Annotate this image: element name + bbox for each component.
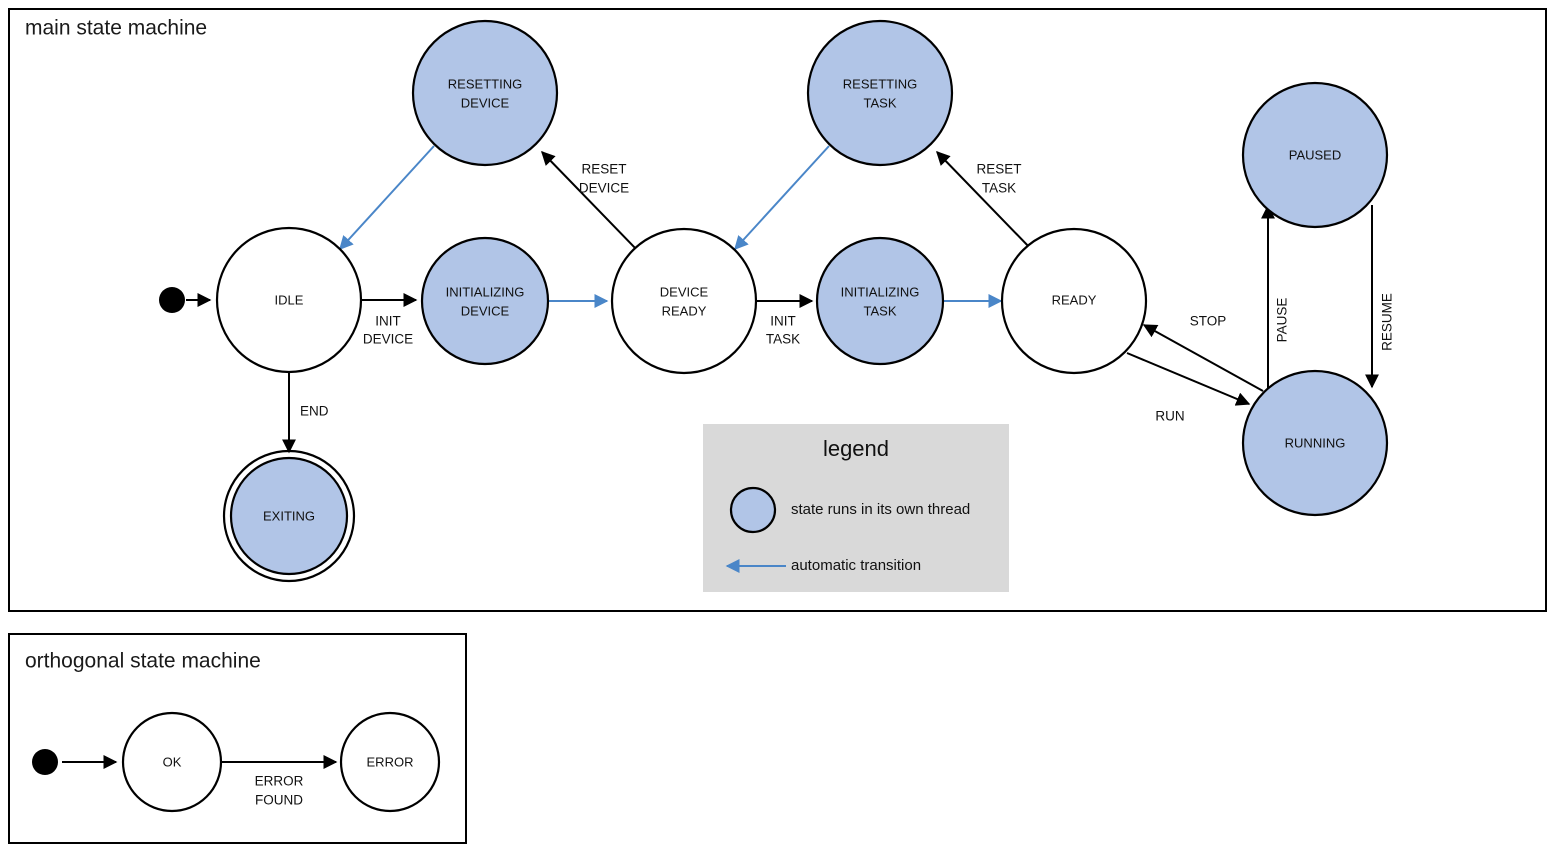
state-node-error[interactable]: ERROR [339,711,441,813]
legend-item-label-auto: automatic transition [791,557,921,574]
edge-label-init-device-line1: INIT [375,314,401,329]
state-label-resetting-device-line1: RESETTING [448,76,522,91]
state-label-initializing-device-line1: INITIALIZING [446,284,525,299]
edge-label-reset-task-line1: RESET [976,162,1021,177]
edge-label-init-device-line2: DEVICE [363,332,413,347]
state-label-running: RUNNING [1285,435,1346,450]
state-label-idle: IDLE [275,292,304,307]
state-label-resetting-task-line2: TASK [864,95,897,110]
legend-thread-circle-icon [729,486,777,534]
edge-label-error-found-line1: ERROR [255,774,304,789]
transition-idle-to-exiting: END [282,372,329,454]
edge-label-reset-device-line2: DEVICE [579,181,629,196]
edge-label-reset-device-line1: RESET [581,162,626,177]
state-label-paused: PAUSED [1289,147,1342,162]
transition-ready-to-running: RUN [1126,352,1251,424]
state-label-initializing-task-line2: TASK [864,303,897,318]
edge-label-pause: PAUSE [1275,298,1290,343]
state-node-initializing-device[interactable]: INITIALIZING DEVICE [420,236,550,366]
legend: legend state runs in its own thread auto… [703,424,1009,592]
state-label-device-ready-line2: READY [662,303,707,318]
state-node-resetting-device[interactable]: RESETTING DEVICE [411,19,559,167]
edge-label-resume: RESUME [1380,293,1395,351]
state-label-ok: OK [163,754,182,769]
edge-label-error-found-line2: FOUND [255,793,303,808]
transition-resetting-device-to-idle [339,145,435,251]
edge-label-end: END [300,404,329,419]
transition-idle-to-initializing-device: INIT DEVICE [361,293,418,347]
legend-item-label-thread: state runs in its own thread [791,501,970,518]
state-node-ready[interactable]: READY [1000,227,1148,375]
state-label-resetting-device-line2: DEVICE [461,95,510,110]
orthogonal-initial-state-dot [32,749,58,775]
transition-paused-to-running: RESUME [1365,205,1395,389]
transition-running-to-paused: PAUSE [1261,204,1290,400]
state-node-paused[interactable]: PAUSED [1241,81,1389,229]
state-label-ready: READY [1052,292,1097,307]
legend-title: legend [823,436,889,461]
state-label-exiting: EXITING [263,508,315,523]
state-label-error: ERROR [367,754,414,769]
state-node-exiting[interactable]: EXITING [222,449,356,583]
transition-ready-to-resetting-task: RESET TASK [936,150,1033,251]
edge-label-run: RUN [1155,409,1184,424]
orthogonal-frame-title: orthogonal state machine [25,650,261,673]
transition-resetting-task-to-device-ready [734,145,830,251]
state-label-device-ready-line1: DEVICE [660,284,709,299]
state-label-initializing-device-line2: DEVICE [461,303,510,318]
initial-state-dot [159,287,185,313]
state-label-resetting-task-line1: RESETTING [843,76,917,91]
transition-device-ready-to-initializing-task: INIT TASK [757,294,814,347]
state-node-running[interactable]: RUNNING [1241,369,1389,517]
transition-device-ready-to-resetting-device: RESET DEVICE [541,150,638,251]
state-label-initializing-task-line1: INITIALIZING [841,284,920,299]
transition-ok-to-error: ERROR FOUND [222,755,338,808]
edge-label-reset-task-line2: TASK [982,181,1016,196]
state-node-device-ready[interactable]: DEVICE READY [610,227,758,375]
main-frame-title: main state machine [25,17,207,40]
state-node-resetting-task[interactable]: RESETTING TASK [806,19,954,167]
state-node-idle[interactable]: IDLE [215,226,363,374]
transition-running-to-ready: STOP [1142,314,1264,392]
edge-label-stop: STOP [1190,314,1227,329]
edge-label-init-task-line2: TASK [766,332,800,347]
state-node-ok[interactable]: OK [121,711,223,813]
state-node-initializing-task[interactable]: INITIALIZING TASK [815,236,945,366]
edge-label-init-task-line1: INIT [770,314,796,329]
